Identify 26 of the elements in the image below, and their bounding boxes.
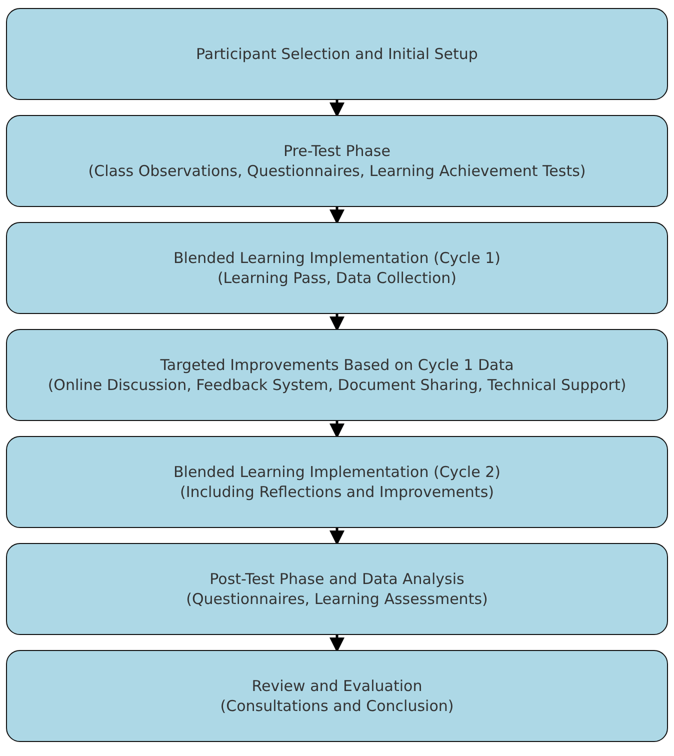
step-title: Pre-Test Phase <box>284 141 390 161</box>
process-box <box>6 436 668 528</box>
process-box <box>6 115 668 207</box>
arrow <box>330 528 344 546</box>
step-details: (Including Reflections and Improvements) <box>180 482 494 502</box>
step-title: Post-Test Phase and Data Analysis <box>210 569 464 589</box>
arrow <box>330 421 344 438</box>
arrow <box>330 100 344 118</box>
step-title: Blended Learning Implementation (Cycle 1) <box>173 248 500 268</box>
process-box <box>6 650 668 742</box>
process-box <box>6 329 668 421</box>
process-box <box>6 543 668 635</box>
process-box <box>6 222 668 314</box>
step-details: (Class Observations, Questionnaires, Learning Achievement Tests) <box>88 161 586 181</box>
step-title: Blended Learning Implementation (Cycle 2) <box>173 462 500 482</box>
arrow <box>330 207 344 224</box>
step-details: (Consultations and Conclusion) <box>220 696 454 716</box>
process-box <box>6 8 668 100</box>
step-details: (Learning Pass, Data Collection) <box>217 268 457 288</box>
step-title: Participant Selection and Initial Setup <box>196 44 478 64</box>
arrow <box>330 314 344 332</box>
step-details: (Questionnaires, Learning Assessments) <box>186 589 488 609</box>
step-title: Review and Evaluation <box>252 676 422 696</box>
arrow <box>330 635 344 652</box>
step-title: Targeted Improvements Based on Cycle 1 Data <box>160 355 514 375</box>
step-details: (Online Discussion, Feedback System, Document Sharing, Technical Support) <box>48 375 626 395</box>
